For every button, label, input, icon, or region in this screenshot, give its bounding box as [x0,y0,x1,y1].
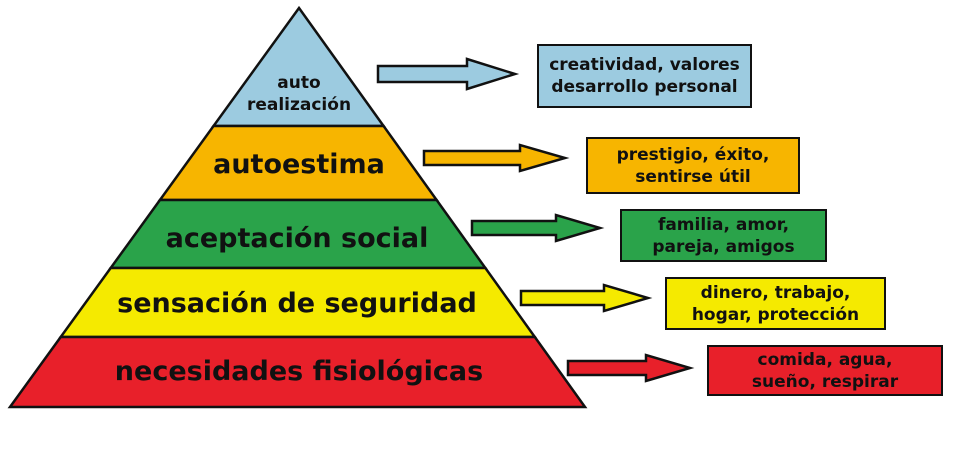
examples-box-aceptacion-social: familia, amor, pareja, amigos [620,209,827,262]
examples-box-autorrealizacion: creatividad, valores desarrollo personal [537,44,752,108]
examples-aceptacion-social-line2: pareja, amigos [652,236,795,257]
pyramid-level-fisiologicas [7,335,588,409]
arrow-aceptacion-social [470,213,605,243]
label-seguridad: sensación de seguridad [117,288,477,319]
examples-aceptacion-social-line1: familia, amor, [657,214,790,235]
label-autorrealizacion-line1: auto [277,73,320,93]
examples-box-seguridad: dinero, trabajo, hogar, protección [665,277,886,330]
examples-autorrealizacion-line2: desarrollo personal [551,77,738,97]
arrow-seguridad [519,283,653,313]
examples-autorrealizacion-line1: creatividad, valores [549,55,740,75]
examples-autoestima-line1: prestigio, éxito, [616,144,770,165]
examples-seguridad-line1: dinero, trabajo, [700,282,851,303]
arrow-autorrealizacion [376,57,520,91]
arrow-autoestima [422,143,570,173]
examples-autoestima-line2: sentirse útil [635,166,751,187]
arrow-fisiologicas [566,353,695,383]
label-aceptacion-social: aceptación social [166,223,429,254]
examples-seguridad-line2: hogar, protección [691,304,860,325]
label-autoestima: autoestima [213,149,385,180]
label-fisiologicas: necesidades fisiológicas [115,356,483,387]
label-autorrealizacion-line2: realización [247,95,351,115]
examples-fisiologicas-line2: sueño, respirar [751,371,899,392]
examples-box-autoestima: prestigio, éxito, sentirse útil [586,137,800,194]
examples-fisiologicas-line1: comida, agua, [757,349,893,370]
examples-box-fisiologicas: comida, agua, sueño, respirar [707,345,943,396]
